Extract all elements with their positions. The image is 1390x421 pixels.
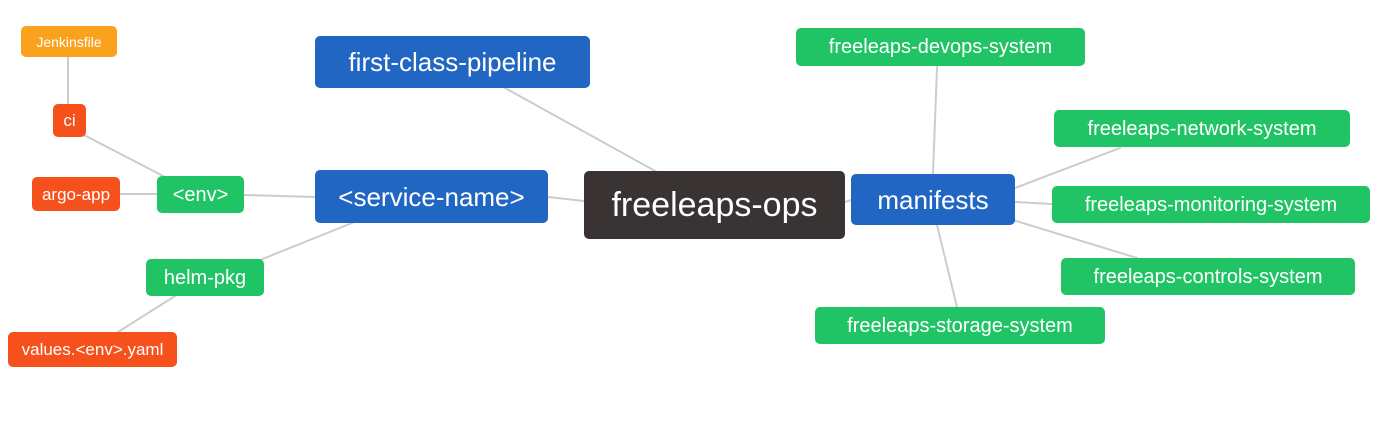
edge-helm-pkg-to-values-env-yaml	[117, 295, 176, 333]
node-values-env-yaml[interactable]: values.<env>.yaml	[8, 332, 177, 367]
node-label: manifests	[877, 184, 989, 215]
node-label: values.<env>.yaml	[21, 340, 164, 359]
node-freeleaps-network-system[interactable]: freeleaps-network-system	[1054, 110, 1350, 147]
node-label: <service-name>	[338, 181, 525, 212]
edge-manifests-to-freeleaps-devops-system	[932, 66, 938, 175]
edge-first-class-pipeline-to-freeleaps-ops	[504, 87, 658, 173]
node-ci[interactable]: ci	[53, 104, 86, 137]
node-service-name[interactable]: <service-name>	[315, 170, 548, 223]
node-freeleaps-monitoring-system[interactable]: freeleaps-monitoring-system	[1052, 186, 1370, 223]
node-label: argo-app	[41, 184, 111, 204]
node-label: ci	[63, 111, 76, 130]
node-first-class-pipeline[interactable]: first-class-pipeline	[315, 36, 590, 88]
edge-manifests-to-freeleaps-controls-system	[1012, 219, 1138, 259]
node-label: freeleaps-network-system	[1087, 117, 1317, 140]
node-label: Jenkinsfile	[36, 33, 102, 50]
edge-service-name-to-helm-pkg	[259, 222, 353, 261]
node-freeleaps-ops[interactable]: freeleaps-ops	[584, 171, 845, 239]
node-freeleaps-storage-system[interactable]: freeleaps-storage-system	[815, 307, 1105, 344]
node-helm-pkg[interactable]: helm-pkg	[146, 259, 264, 296]
node-label: freeleaps-devops-system	[828, 36, 1053, 58]
node-freeleaps-devops-system[interactable]: freeleaps-devops-system	[796, 28, 1085, 66]
edge-env-to-service-name	[243, 194, 316, 198]
node-label: <env>	[172, 183, 229, 206]
node-label: freeleaps-controls-system	[1093, 265, 1323, 288]
edge-ci-to-env	[83, 134, 166, 178]
edge-manifests-to-freeleaps-storage-system	[936, 224, 958, 308]
edge-service-name-to-freeleaps-ops	[547, 196, 585, 202]
node-label: freeleaps-storage-system	[847, 314, 1073, 337]
node-label: helm-pkg	[163, 266, 247, 289]
edge-manifests-to-freeleaps-network-system	[1014, 147, 1121, 189]
node-label: freeleaps-ops	[611, 186, 818, 224]
edge-manifests-to-freeleaps-monitoring-system	[1014, 201, 1053, 205]
edge-freeleaps-ops-to-manifests	[844, 199, 852, 203]
node-label: first-class-pipeline	[348, 47, 557, 77]
node-env[interactable]: <env>	[157, 176, 244, 213]
node-jenkinsfile[interactable]: Jenkinsfile	[21, 26, 117, 57]
node-argo-app[interactable]: argo-app	[32, 177, 120, 211]
node-label: freeleaps-monitoring-system	[1084, 193, 1338, 216]
node-freeleaps-controls-system[interactable]: freeleaps-controls-system	[1061, 258, 1355, 295]
node-manifests[interactable]: manifests	[851, 174, 1015, 225]
